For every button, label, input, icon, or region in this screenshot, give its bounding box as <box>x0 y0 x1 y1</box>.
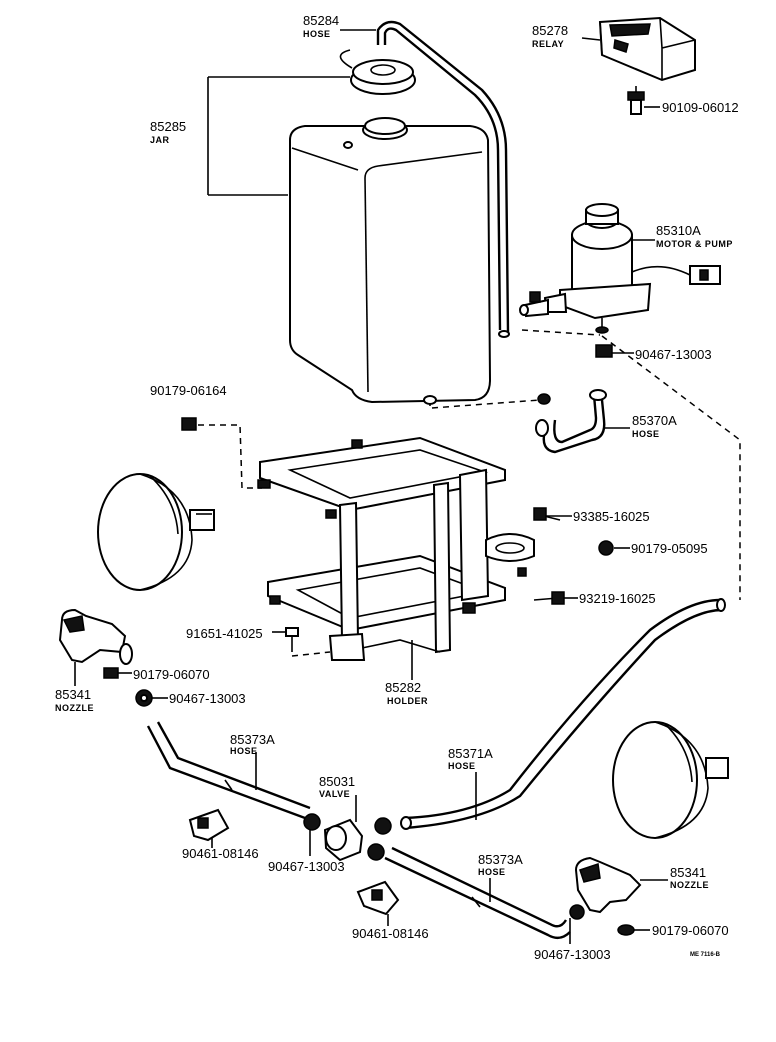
label-85282-name: HOLDER <box>387 696 428 706</box>
label-85371A-number: 85371A <box>448 746 493 761</box>
label-85285-number: 85285 <box>150 119 187 134</box>
label-90179-06164: 90179-06164 <box>150 383 227 398</box>
label-85284-number: 85284 <box>303 13 340 28</box>
headlamp-left-drawing <box>97 473 215 591</box>
label-85284-name: HOSE <box>303 29 331 39</box>
label-85310A-number: 85310A <box>656 223 701 238</box>
relay-85278-drawing <box>598 16 696 115</box>
hose-85371A-drawing <box>400 598 726 830</box>
jar-85285-drawing <box>289 117 551 409</box>
jar-cap-drawing <box>207 49 416 196</box>
label-93219-16025: 93219-16025 <box>579 591 656 606</box>
label-85282-number: 85282 <box>385 680 422 695</box>
leader-lines <box>74 29 668 944</box>
label-85373A-right-number: 85373A <box>478 852 523 867</box>
motor-pump-85310A-drawing <box>519 203 741 600</box>
label-85373A-right-name: HOSE <box>478 867 506 877</box>
nozzle-right-drawing <box>574 856 642 936</box>
label-85373A-left-name: HOSE <box>230 746 258 756</box>
holder-85282-drawing <box>257 436 535 661</box>
label-91651-41025: 91651-41025 <box>186 626 263 641</box>
label-85031-number: 85031 <box>319 774 356 789</box>
hose-85373A-left-drawing <box>146 721 311 820</box>
label-85370A-number: 85370A <box>632 413 677 428</box>
label-85341-left-number: 85341 <box>55 687 92 702</box>
label-85373A-left-number: 85373A <box>230 732 275 747</box>
label-90179-05095: 90179-05095 <box>631 541 708 556</box>
label-85278-name: RELAY <box>532 39 565 49</box>
label-85341-left-name: NOZZLE <box>55 703 94 713</box>
valve-85031-drawing <box>303 795 392 862</box>
hose-85284-drawing <box>376 20 510 338</box>
label-85278-number: 85278 <box>532 23 569 38</box>
label-90467-13003-right: 90467-13003 <box>534 947 611 962</box>
label-90179-06070-left: 90179-06070 <box>133 667 210 682</box>
label-85285-name: JAR <box>150 135 170 145</box>
screw-90179-06164-drawing <box>181 417 262 489</box>
label-90467-13003-valve: 90467-13003 <box>268 859 345 874</box>
label-90461-08146-left: 90461-08146 <box>182 846 259 861</box>
label-90109-06012: 90109-06012 <box>662 100 739 115</box>
clamp-90461-08146-left-drawing <box>188 808 230 842</box>
hose-85373A-right-drawing <box>384 846 585 940</box>
label-90179-06070-right: 90179-06070 <box>652 923 729 938</box>
label-85370A-name: HOSE <box>632 429 660 439</box>
label-90467-13003-left: 90467-13003 <box>169 691 246 706</box>
label-85371A-name: HOSE <box>448 761 476 771</box>
label-90467-13003-motor: 90467-13003 <box>635 347 712 362</box>
label-85341-right-number: 85341 <box>670 865 707 880</box>
label-93385-16025: 93385-16025 <box>573 509 650 524</box>
figure-reference: ME 7116-B <box>690 952 721 958</box>
label-85031-name: VALVE <box>319 789 351 799</box>
nozzle-left-drawing <box>58 608 153 707</box>
label-85310A-name: MOTOR & PUMP <box>656 239 733 249</box>
hose-85370A-drawing <box>535 389 607 454</box>
headlamp-right-drawing <box>612 721 729 839</box>
clamp-90461-08146-right-drawing <box>356 880 400 916</box>
label-90461-08146-right: 90461-08146 <box>352 926 429 941</box>
label-85341-right-name: NOZZLE <box>670 880 709 890</box>
